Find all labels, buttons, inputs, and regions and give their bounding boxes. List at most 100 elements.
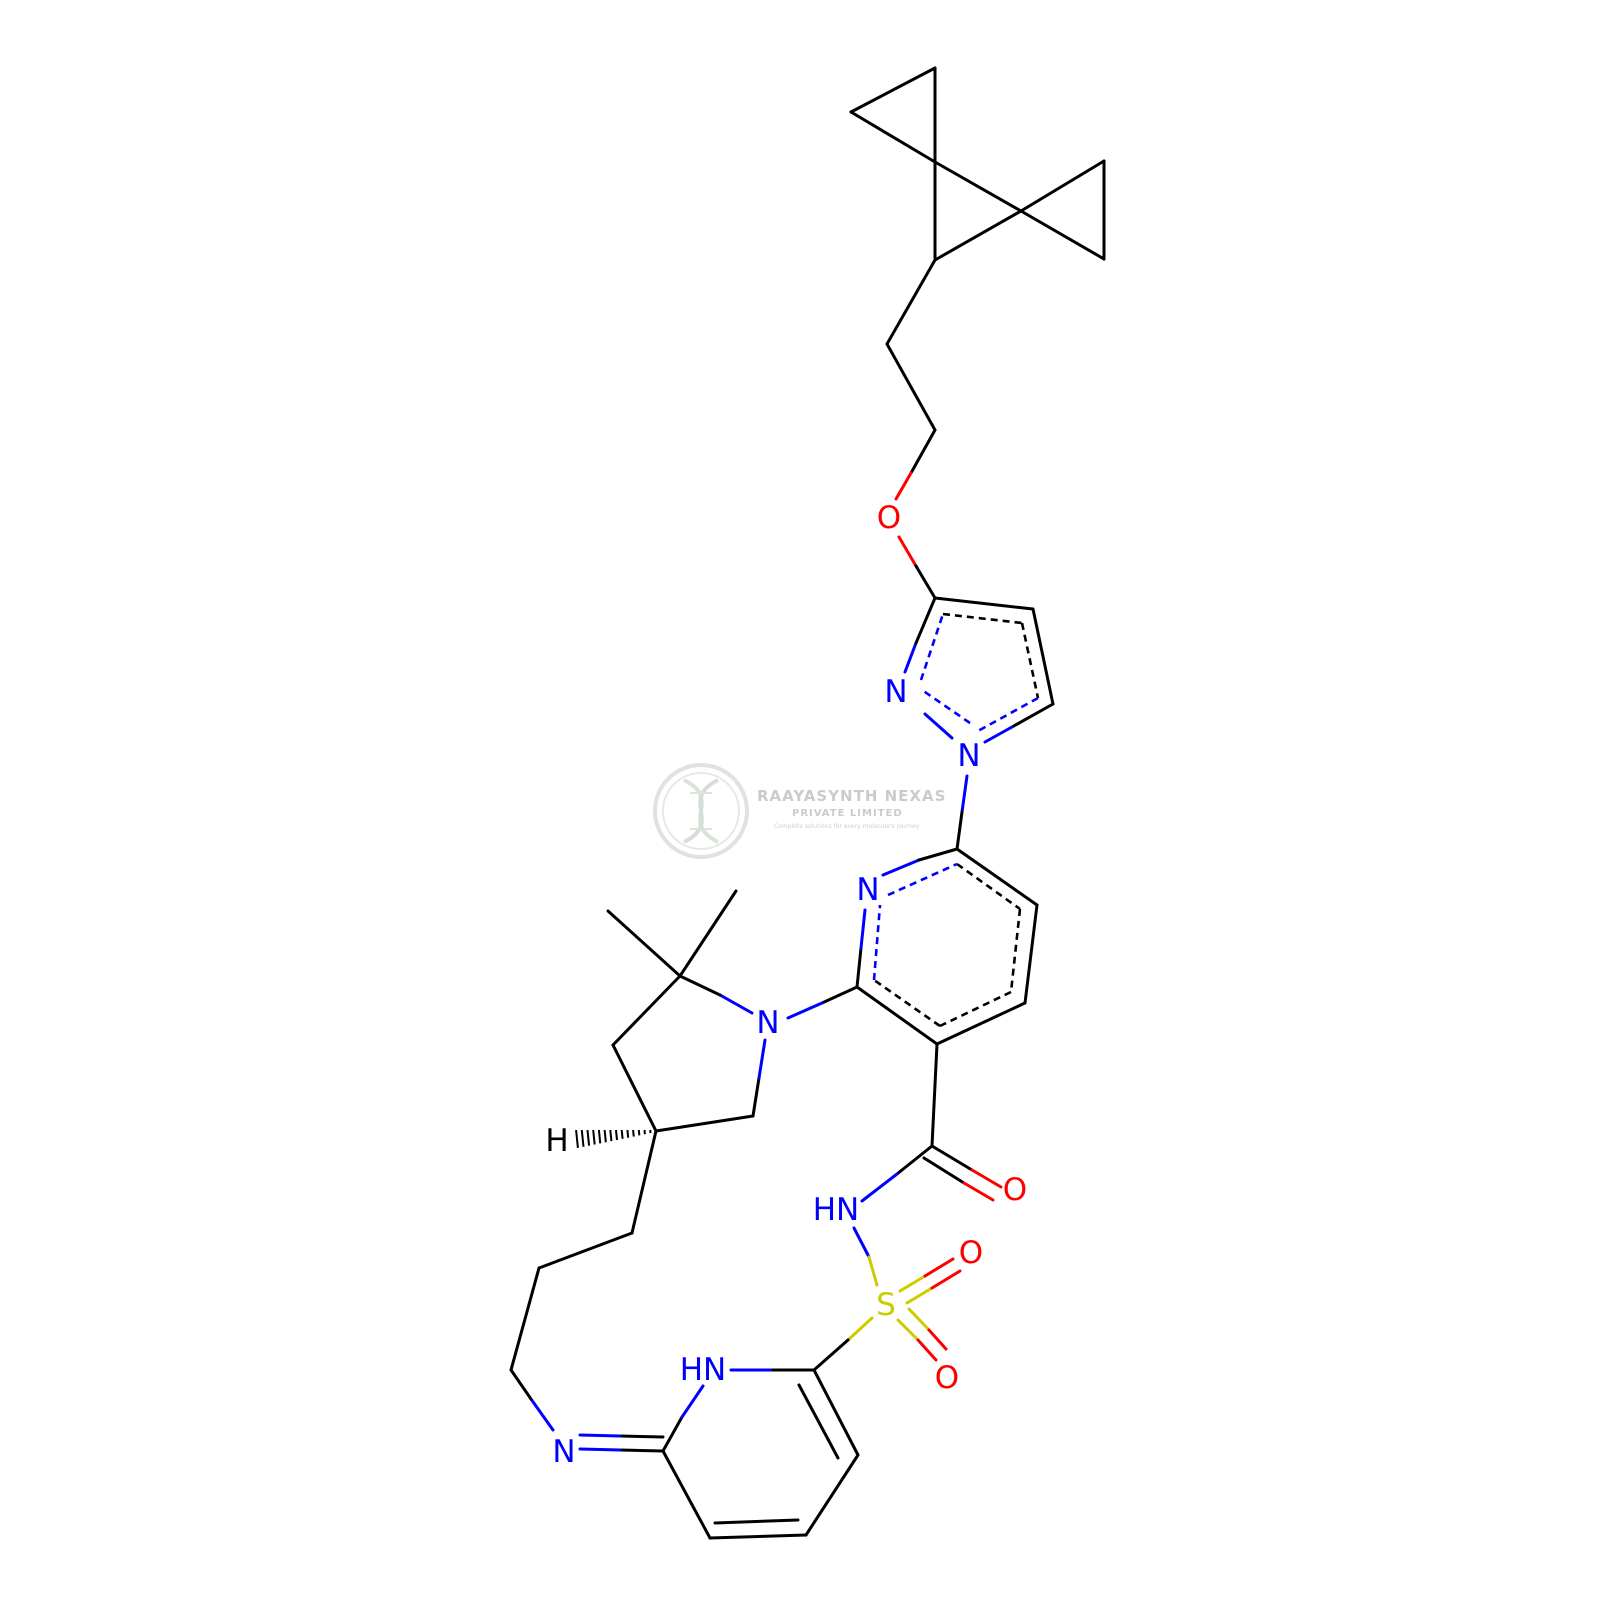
bond [900, 1276, 925, 1291]
bond [899, 537, 916, 566]
bond [935, 162, 1021, 211]
aromatic-bond [978, 698, 1038, 731]
atom-h-stereo: H [545, 1123, 568, 1159]
bond [848, 1318, 872, 1340]
bond [788, 1003, 822, 1018]
aromatic-bond [943, 614, 1022, 623]
bond [907, 1288, 932, 1303]
hash-line [576, 1130, 578, 1148]
bond [851, 68, 935, 112]
atom-o-sulfonyl-1: O [959, 1235, 983, 1271]
bond [656, 1116, 753, 1131]
hash-line [633, 1130, 634, 1137]
pyridine-ring [857, 849, 1037, 1044]
bond [985, 727, 1012, 742]
dihydropyridine-ring [663, 1370, 858, 1538]
bond [511, 1268, 539, 1370]
hash-line [587, 1130, 589, 1146]
bond [962, 776, 967, 812]
bond [1025, 905, 1037, 1003]
bond [932, 1044, 937, 1146]
hash-line [622, 1130, 623, 1139]
bond [799, 1385, 838, 1458]
aromatic-bond [940, 992, 1011, 1026]
bond [620, 1436, 663, 1437]
watermark-company: RAAYASYNTH NEXAS [757, 787, 946, 805]
bond [580, 1435, 620, 1436]
bond [916, 598, 935, 643]
bond [916, 566, 935, 598]
bond [613, 1045, 656, 1131]
bond [925, 1259, 953, 1276]
bond [964, 1183, 993, 1200]
atom-nh-ring: HN [680, 1352, 727, 1388]
bond [896, 473, 911, 499]
bond [1021, 161, 1104, 211]
ethoxy-linker [887, 260, 935, 598]
bond [814, 1370, 858, 1455]
aromatic-bond [874, 980, 940, 1026]
bond [663, 1451, 710, 1538]
bond [851, 112, 935, 162]
bond [957, 849, 1037, 905]
bond [682, 1386, 703, 1417]
atom-o-carbonyl: O [1003, 1172, 1027, 1208]
bond [919, 849, 957, 860]
bond [710, 1535, 806, 1538]
bond [539, 1233, 632, 1268]
macrocycle-chain [511, 1131, 663, 1451]
bond [937, 1003, 1025, 1044]
watermark-subtitle: PRIVATE LIMITED [792, 808, 903, 819]
watermark: RAAYASYNTH NEXAS PRIVATE LIMITED Complet… [655, 765, 946, 857]
aromatic-bond [1011, 909, 1020, 992]
hash-line [639, 1130, 640, 1135]
bond [935, 598, 1033, 609]
bond [932, 1271, 960, 1288]
atom-o-sulfonyl-2: O [935, 1360, 959, 1396]
pyrazole-ring [905, 598, 1053, 849]
atom-labels: O N N N N H O HN O S O HN N [545, 500, 1027, 1470]
aromatic-bond [874, 905, 880, 980]
atom-nh-amide: HN [813, 1192, 860, 1228]
bond [911, 430, 935, 473]
pyrrolidine-ring [576, 891, 765, 1148]
bond [972, 1170, 1001, 1187]
bond [898, 1320, 918, 1340]
atom-n-pyrazole-2: N [884, 674, 907, 710]
hash-line [599, 1130, 600, 1143]
bond [720, 995, 752, 1013]
bond [905, 643, 916, 672]
bond [531, 1399, 553, 1430]
bond [608, 911, 680, 976]
bond [854, 1228, 869, 1257]
bond [957, 812, 962, 849]
bond [935, 211, 1021, 260]
spiro-cyclopropane-group [851, 68, 1104, 260]
hash-line [593, 1130, 594, 1144]
bond [632, 1131, 656, 1233]
bond [887, 260, 935, 344]
atom-n-pyrazole-1: N [957, 738, 980, 774]
aryl-amine-bond [788, 987, 857, 1018]
bond [580, 1449, 620, 1450]
bond [663, 1417, 682, 1451]
bond [909, 1309, 929, 1330]
bond [680, 976, 720, 995]
watermark-tagline: Complete solutions for every molecule's … [774, 823, 920, 830]
atom-n-pyrrolidine: N [756, 1005, 779, 1041]
bond [814, 1340, 848, 1370]
bond [759, 1040, 765, 1078]
bond [715, 1520, 798, 1523]
stereo-hash-wedge [576, 1130, 656, 1148]
bond [869, 1257, 877, 1285]
watermark-logo-icon [655, 765, 747, 857]
bond [680, 891, 736, 976]
hash-line [582, 1130, 584, 1147]
hash-line [610, 1130, 611, 1141]
atom-n-imine: N [552, 1434, 575, 1470]
aromatic-bond [1022, 623, 1038, 698]
bond [511, 1370, 531, 1399]
hash-line [627, 1130, 628, 1138]
bond [925, 714, 952, 738]
